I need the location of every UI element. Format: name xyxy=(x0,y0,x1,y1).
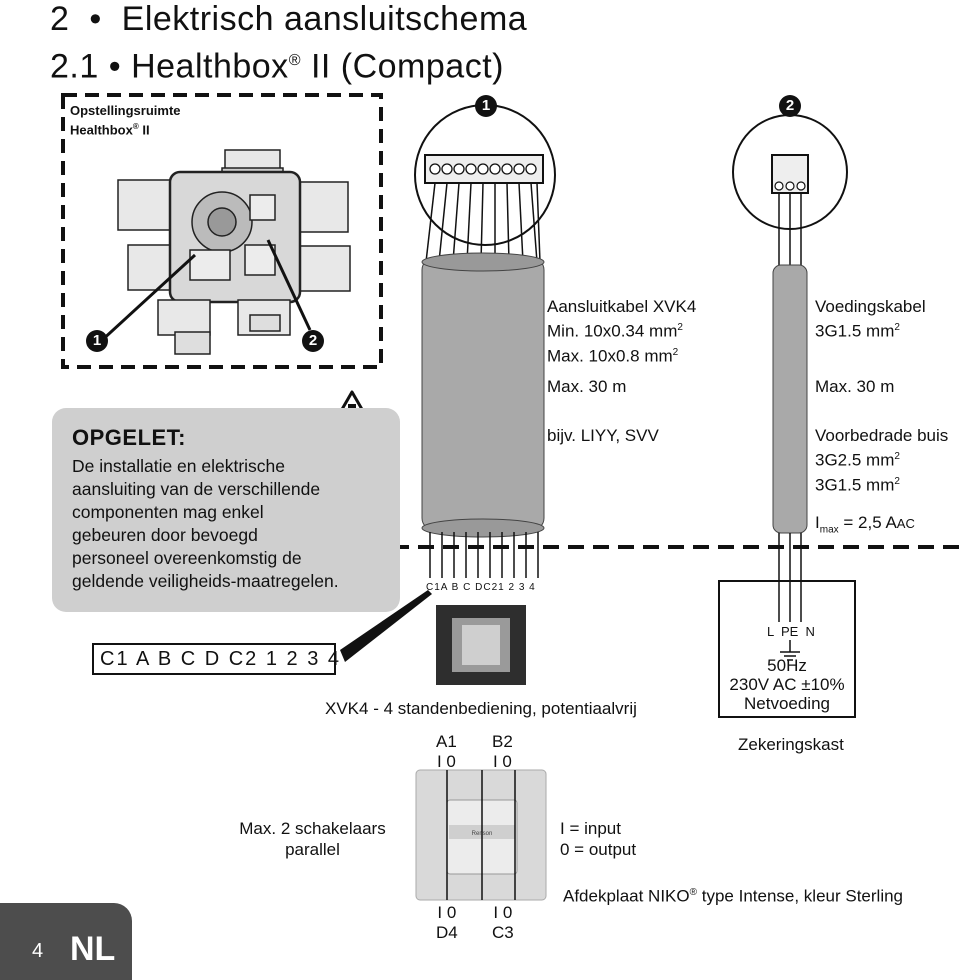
fuse-box-caption: Zekeringskast xyxy=(738,735,844,754)
warning-box xyxy=(52,408,400,612)
warning-text: De installatie en elektrische aansluitin… xyxy=(72,455,392,593)
installation-room-border xyxy=(61,93,383,369)
connector2-wires xyxy=(778,193,802,270)
cable2-spec: 3G1.5 mm2 xyxy=(815,321,900,341)
connector-marker-2: 2 xyxy=(779,95,801,117)
io-output: 0 = output xyxy=(560,840,637,859)
fuse-supply-info: 50Hz 230V AC ±10% Netvoeding xyxy=(720,656,854,713)
cable2-length: Max. 30 m xyxy=(815,377,895,396)
cable1-max: Max. 10x0.8 mm2 xyxy=(547,346,679,366)
io-legend: I = input 0 = output xyxy=(560,818,636,860)
connector-marker-1: 1 xyxy=(475,95,497,117)
room-marker-2: 2 xyxy=(302,330,324,352)
terminal-pointer xyxy=(340,590,432,662)
cable1-info: Aansluitkabel XVK4 Min. 10x0.34 mm2 Max.… xyxy=(547,296,696,366)
switch-caption: XVK4 - 4 standenbediening, potentiaalvri… xyxy=(325,699,637,718)
warning-title: OPGELET: xyxy=(72,425,187,450)
section-bullet: • xyxy=(108,47,122,86)
warning-line: De installatie en elektrische xyxy=(72,456,286,476)
cable1-example: bijv. LIYY, SVV xyxy=(547,426,659,445)
section-title: 2.1 • Healthbox® II (Compact) xyxy=(50,44,504,83)
warning-line: componenten mag enkel xyxy=(72,502,264,522)
fuse-terminals: L PE N xyxy=(767,624,815,639)
cable1-min: Min. 10x0.34 mm2 xyxy=(547,321,683,341)
marker1-pointer xyxy=(98,253,197,344)
page-tab xyxy=(0,903,132,980)
cable2-info: Voedingskabel 3G1.5 mm2 xyxy=(815,296,926,342)
section-suffix: II (Compact) xyxy=(310,47,504,86)
room-marker-1: 1 xyxy=(86,330,108,352)
conduit-spec1: 3G2.5 mm2 xyxy=(815,450,900,470)
supply-voltage: 230V AC ±10% xyxy=(729,675,845,694)
marker2-pointer xyxy=(266,239,312,331)
warning-line: aansluiting van de verschillende xyxy=(72,479,321,499)
cable2-conduit: Voorbedrade buis 3G2.5 mm2 3G1.5 mm2 xyxy=(815,425,948,495)
cable1-bottom-wires xyxy=(429,532,539,578)
room-label-line1: Opstellingsruimte xyxy=(70,103,181,118)
switch-terminal-label: C1A B C DC21 2 3 4 xyxy=(426,582,536,593)
cable2-name: Voedingskabel xyxy=(815,297,926,316)
ground-symbol-icon xyxy=(780,640,800,661)
cable1-length: Max. 30 m xyxy=(547,377,627,396)
warning-line: gebeuren door bevoegd xyxy=(72,525,258,545)
room-label-line2: Healthbox® II xyxy=(70,122,150,138)
section-product: Healthbox xyxy=(131,47,289,86)
cover-plate-caption: Afdekplaat NIKO® type Intense, kleur Ste… xyxy=(563,886,904,906)
title-bullet: • xyxy=(89,0,102,38)
fuse-box xyxy=(718,580,856,718)
page-number: 4 xyxy=(32,940,44,962)
connector1-wires xyxy=(425,182,541,263)
cable1-name: Aansluitkabel XVK4 xyxy=(547,297,697,316)
io-input: I = input xyxy=(560,819,621,838)
installation-room-label: Opstellingsruimte Healthbox® II xyxy=(70,103,181,138)
connector1-screws xyxy=(429,163,537,175)
section-number: 2.1 xyxy=(50,47,99,86)
cable1 xyxy=(421,257,545,531)
healthbox-unit-drawing xyxy=(117,149,351,355)
conduit-spec2: 3G1.5 mm2 xyxy=(815,475,900,495)
warning-line: geldende veiligheids-maatregelen. xyxy=(72,571,339,591)
warning-line: personeel overeenkomstig de xyxy=(72,548,302,568)
conduit-title: Voorbedrade buis xyxy=(815,426,949,445)
chapter-text: Elektrisch aansluitschema xyxy=(121,0,528,38)
cable2 xyxy=(772,264,808,534)
supply-label: Netvoeding xyxy=(743,694,830,713)
chapter-number: 2 xyxy=(50,0,70,38)
supply-frequency: 50Hz xyxy=(767,656,807,675)
terminal-label-box: C1 A B C D C2 1 2 3 4 xyxy=(92,643,339,675)
cable2-imax: Imax = 2,5 AAC xyxy=(815,513,915,536)
connector2-screws xyxy=(774,181,806,191)
registered-mark: ® xyxy=(288,52,301,69)
language-code: NL xyxy=(70,930,116,968)
chapter-title: 2 • Elektrisch aansluitschema xyxy=(50,2,527,36)
